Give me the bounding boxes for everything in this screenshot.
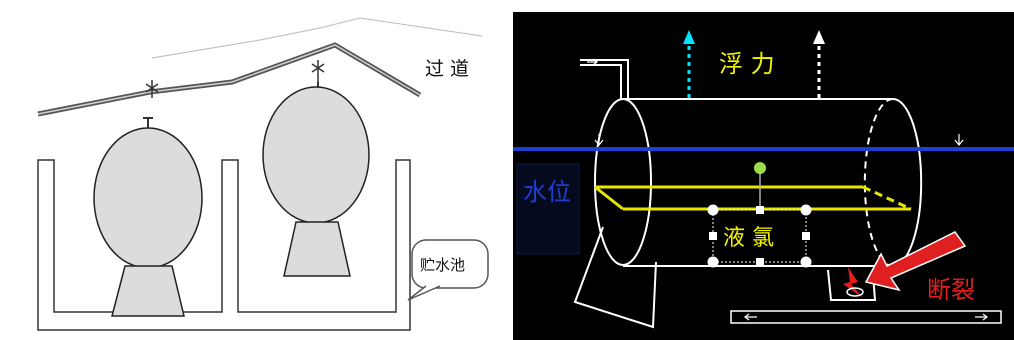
water-level-label-box <box>516 163 580 255</box>
inlet-arrow-icon <box>587 58 599 66</box>
water-arrow-left-icon <box>594 134 604 146</box>
passage-label: 过 道 <box>425 58 469 80</box>
base-rail <box>730 310 1002 324</box>
left-tank-support <box>573 226 657 329</box>
water-pool <box>37 159 411 331</box>
right-chlorine-tank <box>262 82 370 277</box>
tank-diagram-svg: 水位 液 氯 <box>513 30 1014 329</box>
buoyancy-arrow-left <box>683 30 695 98</box>
walkway-highlight <box>37 44 421 115</box>
walkway <box>37 42 422 117</box>
right-tank-support <box>827 269 877 301</box>
pool-label: 贮水池 <box>420 256 465 274</box>
liquid-chlorine-level <box>594 185 912 211</box>
left-chlorine-tank <box>93 117 203 317</box>
inlet-pipe <box>580 64 622 99</box>
water-level-label: 水位 <box>523 178 571 206</box>
buoyancy-arrow-right <box>813 30 825 98</box>
water-arrow-right-icon <box>954 134 964 146</box>
left-panel-pool-diagram: 过 道 贮水池 <box>37 17 489 331</box>
guide-line <box>151 17 483 59</box>
fracture-arrow-icon <box>864 231 967 292</box>
fracture-label: 断裂 <box>927 276 975 304</box>
pool-callout <box>407 239 489 301</box>
inlet-pipe-outer <box>580 59 629 99</box>
right-panel-tank-diagram: 水位 液 氯 <box>513 12 1014 340</box>
liquid-chlorine-label: 液 氯 <box>723 226 774 251</box>
pool-diagram-svg: 过 道 贮水池 <box>37 17 489 331</box>
buoyancy-label: 浮 力 <box>719 50 775 78</box>
fracture-mark-icon <box>843 267 864 298</box>
valve-icon-right <box>311 60 325 82</box>
selection-handles <box>707 162 812 268</box>
valve-icon-left <box>145 80 159 98</box>
